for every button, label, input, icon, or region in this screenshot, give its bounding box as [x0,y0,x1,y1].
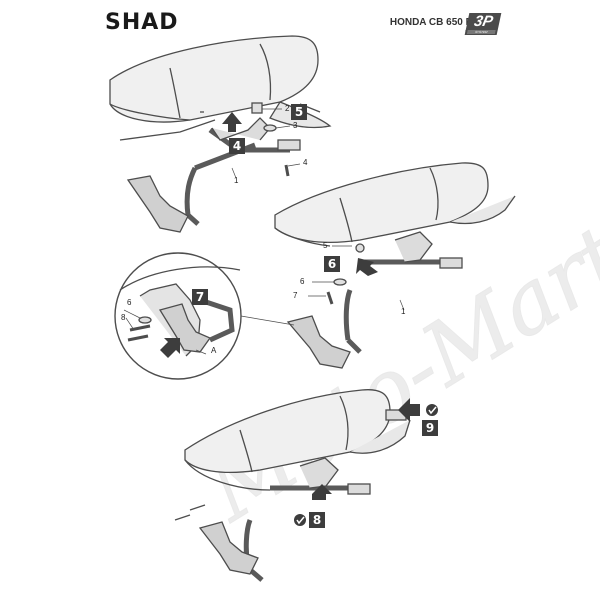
tail-cowl-middle [449,195,516,225]
panel-detail [114,252,295,380]
step-box-6: 6 [324,256,340,272]
brand-logo: SHAD [105,10,179,35]
arrow-icon-detail [160,338,180,358]
plate-middle [286,315,351,369]
panel-bottom [174,389,411,582]
bolt-4 [284,164,290,177]
plate-top [126,175,189,233]
step-box-7: 7 [192,289,208,305]
part-label-6-detail: 6 [127,298,132,307]
arrow-up-icon-bottom [312,484,332,500]
step-box-4: 4 [229,138,245,154]
arrow-left-icon [398,398,420,422]
rack-top [184,127,290,226]
badge-label: 3P [472,13,495,30]
rack-middle [343,259,445,354]
model-title: HONDA CB 650 F '14 [389,17,488,28]
checkmark-icon [426,404,438,416]
part-label-6: 6 [300,277,305,286]
checkmark-icon-bottom [294,514,306,526]
part-label-7: 7 [293,291,298,300]
washer-6 [333,278,347,286]
plate-bottom [198,521,259,575]
step-box-9: 9 [422,420,438,436]
part-label-1-top: 1 [234,176,239,185]
tail-cowl-bottom [349,419,411,454]
part-label-1-middle: 1 [401,307,406,316]
step-box-5: 5 [291,104,307,120]
spacer-2 [251,102,263,114]
part-label-3: 3 [293,121,298,130]
arrow-up-icon-middle [356,258,378,276]
washer-3 [263,124,277,132]
part-label-4: 4 [303,158,308,167]
step-box-8: 8 [309,512,325,528]
part-label-8-detail: 8 [121,313,126,322]
part-label-A: A [211,346,217,355]
part-label-5: 5 [323,241,328,250]
part-label-2: 2 [285,104,290,113]
watermark-text: Moto-Mart [188,206,600,541]
badge-sub: SYSTEM [466,30,496,34]
panel-top [109,35,332,233]
bolt-7 [326,291,334,305]
panel-middle [274,162,516,369]
arrow-up-icon [222,112,242,132]
system-badge: 3P SYSTEM [464,13,502,35]
washer-5 [355,243,365,253]
watermark: Moto-Mart [187,206,600,542]
seat-middle [274,162,489,243]
